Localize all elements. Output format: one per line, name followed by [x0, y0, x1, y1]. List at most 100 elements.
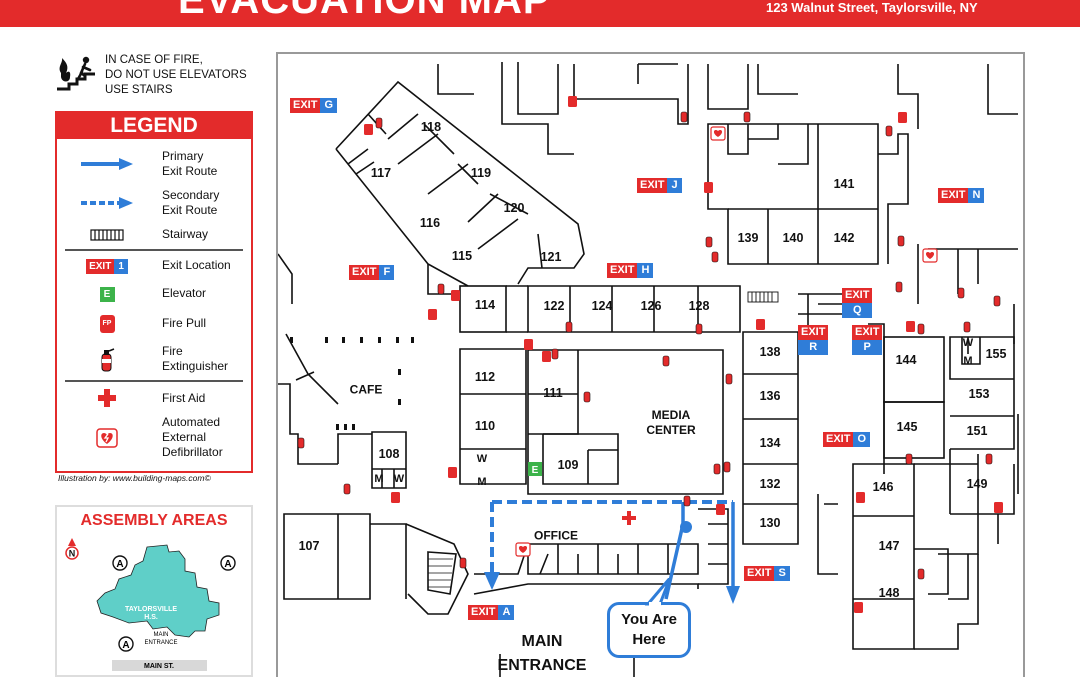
fire-pull-icon — [994, 502, 1003, 513]
cafe-label: CAFE — [349, 382, 383, 397]
fire-extinguisher-icon — [957, 287, 965, 299]
street-band — [112, 660, 207, 671]
fire-note-line: IN CASE OF FIRE, — [105, 54, 203, 66]
entrance-line: MAIN — [521, 633, 563, 650]
legend-label: Primary — [162, 149, 204, 163]
fire-extinguisher-icon — [680, 111, 688, 123]
restroom-m: M — [374, 473, 384, 485]
legend-label: Fire Pull — [162, 316, 207, 330]
fire-pull-icon — [716, 504, 725, 515]
room-147: 147 — [878, 539, 900, 553]
fire-extinguisher-icon — [101, 348, 115, 372]
assembly-marker-icon: A — [220, 555, 236, 571]
aed-icon — [96, 428, 118, 448]
no-elevator-fire-stairs-icon — [57, 56, 95, 91]
room-115: 115 — [451, 249, 473, 263]
fire-pull-icon — [524, 339, 533, 350]
fire-extinguisher-icon — [551, 348, 559, 360]
room-117: 117 — [370, 166, 392, 180]
solid-arrow-icon — [81, 158, 133, 170]
fire-extinguisher-icon — [905, 453, 913, 465]
room-140: 140 — [782, 231, 804, 245]
room-153: 153 — [968, 387, 990, 401]
office-label: OFFICE — [534, 528, 578, 543]
elevator-icon: E — [99, 286, 115, 302]
building-label: H.S. — [144, 614, 158, 621]
room-121: 121 — [540, 250, 562, 264]
assembly-areas-panel: ASSEMBLY AREAS N TAYLORSVILLE H.S. A A A… — [55, 505, 253, 677]
walls — [278, 62, 1019, 677]
assembly-map: N TAYLORSVILLE H.S. A A A MAIN ENTRANCE … — [65, 538, 236, 671]
floor-plan-map: E — [276, 52, 1025, 677]
illustration-credit: Illustration by: www.building-maps.com© — [58, 473, 211, 483]
stairway-icon — [747, 291, 779, 303]
room-146: 146 — [872, 480, 894, 494]
legend-label: Elevator — [162, 286, 207, 300]
fire-pull-icon — [448, 467, 457, 478]
fire-pull-icon — [756, 319, 765, 330]
fire-extinguisher-icons — [297, 111, 1001, 580]
stairway-icon — [90, 229, 124, 241]
legend-label: Extinguisher — [162, 359, 229, 373]
secondary-exit-route — [484, 500, 733, 590]
elevator-label: E — [532, 465, 539, 476]
fire-extinguisher-icon — [993, 295, 1001, 307]
room-119: 119 — [470, 166, 492, 180]
legend-label: Automated — [162, 415, 221, 429]
aed-icon — [922, 248, 938, 263]
legend-label: Stairway — [162, 227, 209, 241]
room-108: 108 — [378, 447, 400, 461]
fire-note-line: DO NOT USE ELEVATORS — [105, 69, 247, 81]
legend-item-first-aid: First Aid — [57, 389, 251, 407]
fire-extinguisher-icon — [743, 111, 751, 123]
main-entrance-label: ENTRANCE — [144, 640, 177, 646]
legend-title: LEGEND — [57, 113, 251, 139]
first-aid-icon — [98, 389, 116, 407]
fire-pull-icon — [854, 602, 863, 613]
room-112: 112 — [474, 370, 496, 384]
room-124: 124 — [591, 299, 613, 313]
legend-divider — [65, 249, 243, 251]
primary-exit-route — [664, 502, 740, 604]
legend-label: Exit Route — [162, 203, 218, 217]
room-107: 107 — [298, 539, 320, 553]
fire-note: IN CASE OF FIRE, DO NOT USE ELEVATORS US… — [55, 53, 255, 101]
fire-extinguisher-icon — [713, 463, 721, 475]
you-are-here-line: You Are — [621, 611, 677, 628]
fire-extinguisher-icon — [705, 236, 713, 248]
fire-pull-icon — [391, 492, 400, 503]
room-144: 144 — [895, 353, 917, 367]
room-110: 110 — [474, 419, 496, 433]
legend-label: Fire — [162, 344, 183, 358]
fire-extinguisher-icon — [725, 373, 733, 385]
room-155: 155 — [985, 347, 1007, 361]
fire-pull-icon — [428, 309, 437, 320]
restroom-w: W — [476, 453, 488, 465]
page-title: EVACUATION MAP — [178, 0, 551, 22]
room-138: 138 — [759, 345, 781, 359]
media-center-line: MEDIA — [651, 408, 691, 422]
fire-extinguisher-icon — [565, 321, 573, 333]
fire-extinguisher-icon — [723, 461, 731, 473]
media-center-line: CENTER — [646, 423, 696, 437]
room-130: 130 — [759, 516, 781, 530]
cafe-seating — [290, 337, 414, 430]
restroom-m: M — [477, 476, 487, 488]
room-114: 114 — [474, 298, 496, 312]
room-145: 145 — [896, 420, 918, 434]
svg-text:A: A — [122, 640, 129, 651]
elevator-icon: E — [528, 462, 542, 476]
restroom-m: M — [963, 355, 973, 367]
fire-note-line: USE STAIRS — [105, 84, 173, 96]
room-151: 151 — [966, 424, 988, 438]
fire-pull-icon — [906, 321, 915, 332]
building-label: TAYLORSVILLE — [125, 606, 177, 613]
